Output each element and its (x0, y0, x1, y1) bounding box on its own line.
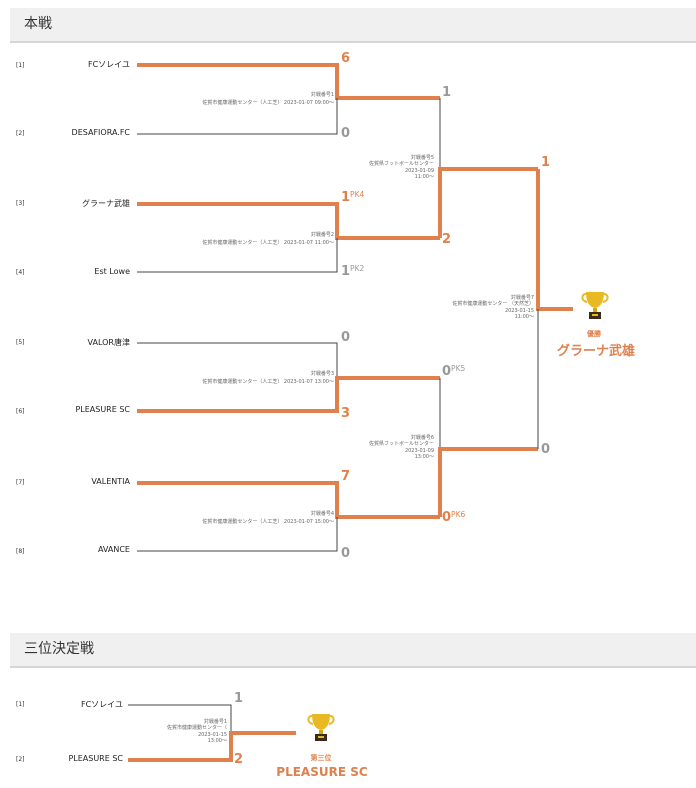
r2-line-2 (438, 167, 538, 238)
pk-score: PK5 (451, 364, 466, 373)
seed-label: [6] (16, 408, 25, 415)
score: 1 (541, 155, 551, 170)
seed-label: [1] (16, 62, 25, 69)
r1-line-1 (137, 63, 440, 100)
score: 6 (341, 51, 351, 66)
seed-label: [7] (16, 479, 25, 486)
score: 0PK6 (442, 510, 466, 525)
score: 0PK5 (442, 364, 466, 379)
third-place-header: 三位決定戦 (10, 633, 696, 668)
match-venue: 佐賀市健康運動センター（人工芝） 2023-01-07 13:00〜 (202, 379, 334, 385)
r1-line-6 (137, 376, 440, 413)
score: 7 (341, 469, 351, 484)
score: 1 (442, 85, 452, 100)
score: 2 (442, 232, 452, 247)
r1-line-2 (137, 98, 338, 135)
match-info[interactable]: 対戦番号3 (310, 371, 334, 377)
team-name[interactable]: PLEASURE SC (75, 405, 130, 414)
seed-label: [4] (16, 269, 25, 276)
match-info[interactable]: 対戦番号4 (310, 511, 334, 517)
final-line-1 (536, 169, 573, 311)
team-name[interactable]: FCソレイユ (87, 60, 130, 69)
seed-label: [3] (16, 200, 25, 207)
score: 1PK4 (341, 190, 365, 205)
pk-score: PK4 (350, 190, 365, 199)
team-name[interactable]: FCソレイユ (80, 700, 123, 709)
r1-line-4 (137, 238, 338, 273)
match-venue: 佐賀市健康運動センター（人工芝） 2023-01-07 11:00〜 (202, 240, 334, 246)
champion-label: 優勝 (587, 330, 601, 338)
third-line-2 (128, 731, 296, 762)
score: 1 (234, 691, 244, 706)
seed-label: [2] (16, 756, 25, 763)
team-name[interactable]: Est Lowe (94, 267, 130, 276)
pk-score: PK6 (451, 510, 466, 519)
seed-label: [1] (16, 701, 25, 708)
trophy-icon (307, 714, 335, 741)
r1-line-3 (137, 202, 440, 240)
r1-line-8 (137, 517, 338, 552)
seed-label: [2] (16, 130, 25, 137)
score: 3 (341, 406, 351, 421)
third-place-label: 第三位 (310, 754, 332, 762)
champion-name: グラーナ武雄 (556, 344, 635, 359)
r2-line-4 (438, 447, 538, 517)
team-name[interactable]: DESAFIORA.FC (71, 128, 130, 137)
team-name[interactable]: VALOR唐津 (87, 338, 130, 347)
pk-score: PK2 (350, 264, 365, 273)
third-line-1 (128, 704, 232, 733)
seed-label: [8] (16, 548, 25, 555)
r1-line-5 (137, 342, 338, 378)
team-name[interactable]: AVANCE (97, 545, 130, 554)
team-name[interactable]: グラーナ武雄 (82, 199, 130, 208)
score: 1PK2 (341, 264, 365, 279)
match-info[interactable]: 対戦番号1 (310, 92, 334, 98)
third-place-name: PLEASURE SC (276, 765, 368, 779)
score: 0 (341, 330, 351, 345)
match-info[interactable]: 対戦番号2 (310, 232, 334, 238)
score: 2 (234, 752, 244, 767)
match-venue: 佐賀市健康運動センター（人工芝） 2023-01-07 09:00〜 (202, 100, 334, 106)
score: 0 (341, 126, 351, 141)
team-name[interactable]: PLEASURE SC (68, 754, 123, 763)
trophy-icon (581, 292, 609, 319)
score: 0 (541, 442, 551, 457)
main-bracket-header: 本戦 (10, 8, 696, 43)
match-venue: 佐賀市健康運動センター（人工芝） 2023-01-07 15:00〜 (202, 519, 334, 525)
r1-line-7 (137, 481, 440, 519)
team-name[interactable]: VALENTIA (91, 477, 130, 486)
seed-label: [5] (16, 339, 25, 346)
score: 0 (341, 546, 351, 561)
